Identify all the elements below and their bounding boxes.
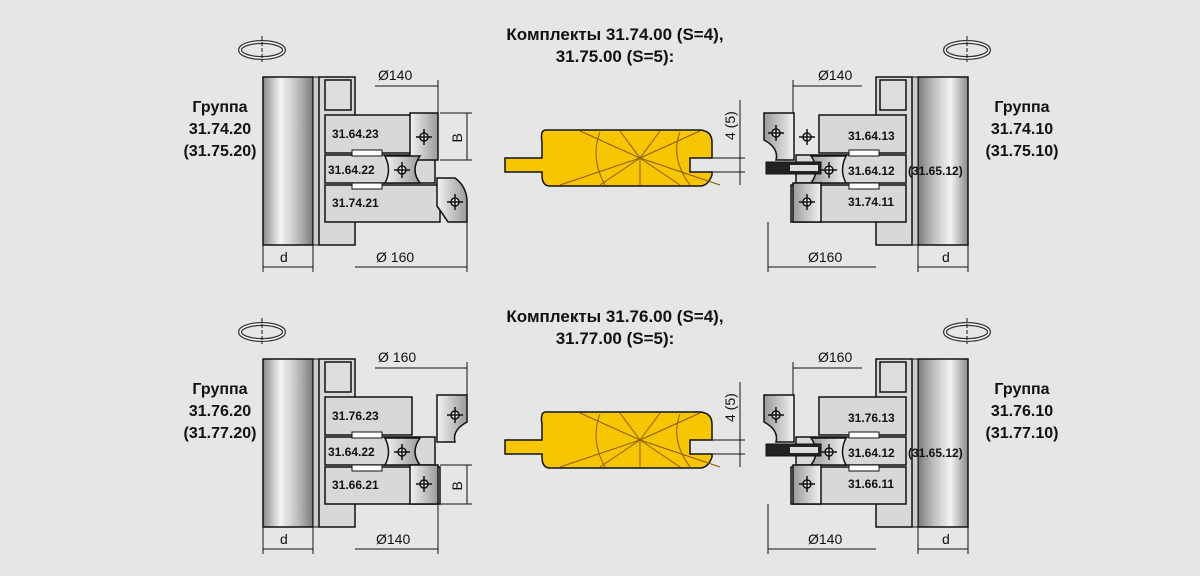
left-cutter-group: Группа 31.76.20 (31.77.20) 31.76.23 31.64.22… — [184, 318, 472, 554]
part-number: 31.76.13 — [848, 411, 895, 425]
screw-icon — [447, 407, 463, 423]
rotation-direction-icon — [238, 318, 286, 344]
workpiece-profile: 4 (5) — [504, 382, 745, 469]
part-number: 31.64.12 — [848, 164, 895, 178]
group-label: Группа — [192, 99, 247, 116]
set-panel: Комплекты 31.74.00 (S=4), 31.75.00 (S=5):… — [184, 25, 1059, 272]
screw-icon — [821, 444, 837, 460]
group-label: (31.75.20) — [184, 143, 257, 160]
screw-icon — [799, 129, 815, 145]
part-number: 31.74.21 — [332, 196, 379, 210]
dim-top-diameter: Ø140 — [378, 67, 412, 83]
set-panel: Комплекты 31.76.00 (S=4), 31.77.00 (S=5):… — [184, 307, 1059, 554]
dim-top-diameter: Ø 160 — [378, 349, 416, 365]
right-cutter-group: Группа 31.74.10 (31.75.10) 31.64.13 31.64.12… — [763, 36, 1059, 272]
dim-bottom-diameter: Ø160 — [808, 249, 842, 265]
part-number: 31.66.11 — [848, 477, 894, 491]
screw-icon — [799, 476, 815, 492]
group-label: (31.75.10) — [986, 143, 1059, 160]
left-cutter-group: Группа 31.74.20 (31.75.20) 31.64.23 31.64.22… — [184, 36, 472, 272]
dim-groove-width: 4 (5) — [722, 393, 738, 422]
dim-groove-width: 4 (5) — [722, 111, 738, 140]
group-label: 31.76.10 — [991, 403, 1053, 420]
part-number: 31.64.13 — [848, 129, 895, 143]
screw-icon — [394, 444, 410, 460]
group-label: 31.76.20 — [189, 403, 251, 420]
screw-icon — [447, 194, 463, 210]
spindle — [917, 358, 969, 528]
dim-bottom-diameter: Ø140 — [376, 531, 410, 547]
screw-icon — [416, 129, 432, 145]
spindle — [262, 358, 314, 528]
dim-b: B — [449, 481, 465, 490]
screw-icon — [416, 476, 432, 492]
group-label: (31.77.20) — [184, 425, 257, 442]
dim-bottom-diameter: Ø140 — [808, 531, 842, 547]
set-title-line-2: 31.75.00 (S=5): — [556, 47, 675, 66]
part-number: 31.64.23 — [332, 127, 379, 141]
dim-b: B — [449, 133, 465, 142]
dim-top-diameter: Ø140 — [818, 67, 852, 83]
dim-bottom-diameter: Ø 160 — [376, 249, 414, 265]
dim-d: d — [280, 531, 288, 547]
screw-icon — [394, 162, 410, 178]
group-label: Группа — [994, 99, 1049, 116]
group-label: 31.74.10 — [991, 121, 1053, 138]
part-number: 31.76.23 — [332, 409, 379, 423]
rotation-direction-icon — [238, 36, 286, 62]
part-number: 31.64.22 — [328, 445, 375, 459]
part-number-alt: (31.65.12) — [908, 164, 963, 178]
workpiece-profile: 4 (5) — [504, 100, 745, 187]
part-number: 31.64.22 — [328, 163, 375, 177]
set-title-line-1: Комплекты 31.76.00 (S=4), — [506, 307, 723, 326]
set-title-line-1: Комплекты 31.74.00 (S=4), — [506, 25, 723, 44]
group-label: 31.74.20 — [189, 121, 251, 138]
screw-icon — [768, 407, 784, 423]
part-number: 31.66.21 — [332, 478, 379, 492]
spindle — [262, 76, 314, 246]
dim-d: d — [280, 249, 288, 265]
group-label: (31.77.10) — [986, 425, 1059, 442]
set-title-line-2: 31.77.00 (S=5): — [556, 329, 675, 348]
screw-icon — [821, 162, 837, 178]
dim-d: d — [942, 249, 950, 265]
screw-icon — [799, 194, 815, 210]
dim-d: d — [942, 531, 950, 547]
part-number-alt: (31.65.12) — [908, 446, 963, 460]
group-label: Группа — [994, 381, 1049, 398]
part-number: 31.74.11 — [848, 195, 894, 209]
rotation-direction-icon — [943, 318, 991, 344]
rotation-direction-icon — [943, 36, 991, 62]
right-cutter-group: Группа 31.76.10 (31.77.10) 31.76.13 31.64.12… — [763, 318, 1059, 554]
dim-top-diameter: Ø160 — [818, 349, 852, 365]
screw-icon — [768, 125, 784, 141]
group-label: Группа — [192, 381, 247, 398]
spindle — [917, 76, 969, 246]
part-number: 31.64.12 — [848, 446, 895, 460]
